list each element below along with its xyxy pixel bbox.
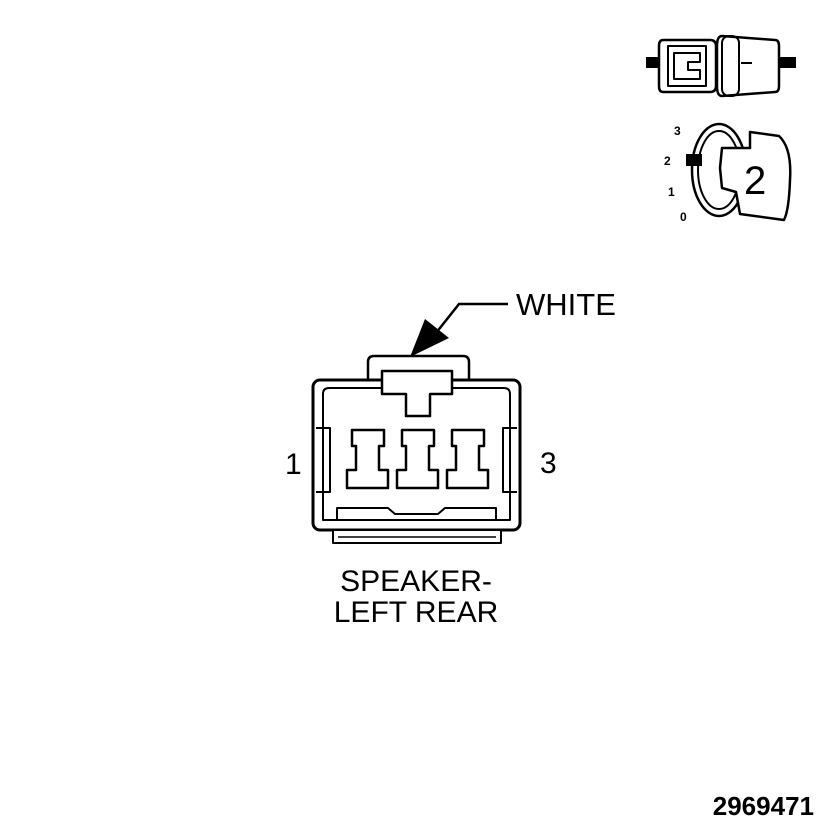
- connector-face: [311, 354, 522, 544]
- figure-number: 2969471: [713, 791, 814, 821]
- pin-number-left: 1: [285, 448, 302, 481]
- connector-name-line1: SPEAKER-: [340, 565, 492, 598]
- terminal-cavity-1: [345, 428, 390, 490]
- connector-name-line2: LEFT REAR: [334, 596, 499, 629]
- scale-tick-3: 3: [674, 124, 681, 138]
- terminal-cavity-3: [445, 428, 490, 490]
- latch: [380, 369, 454, 418]
- callout-arrow-icon: [410, 319, 449, 357]
- position-indicator: 3 2 1 0 2: [664, 122, 792, 224]
- scale-tick-2: 2: [664, 154, 671, 168]
- terminal-cavity-2: [395, 428, 440, 490]
- position-marker: [686, 154, 702, 166]
- indicator-key: [718, 130, 792, 222]
- color-callout: WHITE: [410, 287, 616, 357]
- connector-color-label: WHITE: [516, 287, 616, 322]
- connector-mating-icon: [646, 34, 796, 98]
- scale-tick-1: 1: [668, 185, 675, 199]
- position-value: 2: [744, 159, 766, 203]
- scale-tick-0: 0: [680, 210, 687, 224]
- pin-number-right: 3: [540, 447, 557, 480]
